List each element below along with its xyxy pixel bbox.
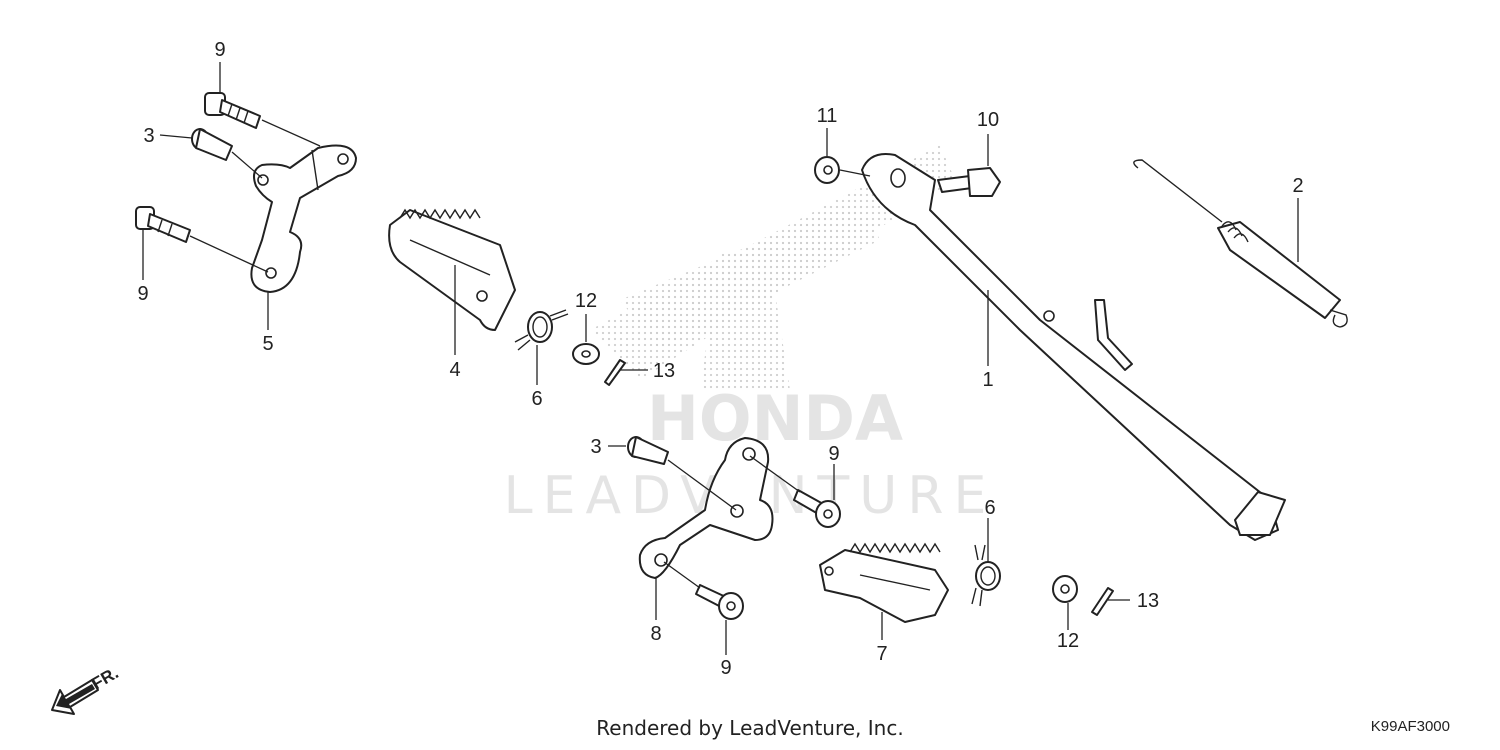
bolt-part-9-lower-right xyxy=(793,489,841,528)
return-spring-part-2 xyxy=(1133,159,1348,328)
callout-2: 2 xyxy=(1292,175,1303,197)
callout-12-upper: 12 xyxy=(575,290,597,312)
callout-10: 10 xyxy=(977,109,999,131)
spring-part-6-lower xyxy=(971,544,1001,607)
callout-3-upper: 3 xyxy=(143,125,154,147)
callout-9-lower-right: 9 xyxy=(828,443,839,465)
bolt-part-10 xyxy=(937,167,1001,197)
bracket-part-8 xyxy=(638,437,774,579)
callout-9-lower: 9 xyxy=(720,657,731,679)
callout-4: 4 xyxy=(449,359,460,381)
brand-watermark: HONDA xyxy=(647,382,903,455)
washer-part-12-upper xyxy=(572,343,600,365)
callout-7: 7 xyxy=(876,643,887,665)
spring-part-6-upper xyxy=(514,309,569,351)
pin-part-3-upper xyxy=(191,128,233,161)
cotter-pin-part-13-upper xyxy=(604,359,626,386)
callout-13-lower: 13 xyxy=(1137,590,1159,612)
washer-part-12-lower xyxy=(1052,575,1078,603)
bolt-part-9-left xyxy=(135,206,191,243)
footpeg-part-4 xyxy=(388,208,516,331)
callout-6-upper: 6 xyxy=(531,388,542,410)
callout-3-lower: 3 xyxy=(590,436,601,458)
pin-part-3-lower xyxy=(627,436,669,465)
callout-1: 1 xyxy=(982,369,993,391)
front-direction-arrow-icon xyxy=(51,679,99,715)
bracket-part-5 xyxy=(250,144,357,293)
callout-13-upper: 13 xyxy=(653,360,675,382)
cotter-pin-part-13-lower xyxy=(1091,587,1114,616)
footer-credit: Rendered by LeadVenture, Inc. xyxy=(596,716,904,740)
callout-8: 8 xyxy=(650,623,661,645)
bolt-part-9-upper xyxy=(204,92,261,129)
side-stand-part-1 xyxy=(861,153,1286,541)
callout-9-upper: 9 xyxy=(214,39,225,61)
callout-9-left: 9 xyxy=(137,283,148,305)
footpeg-part-7 xyxy=(819,542,949,623)
bolt-part-9-lower xyxy=(695,584,744,620)
callout-12-lower: 12 xyxy=(1057,630,1079,652)
diagram-code: K99AF3000 xyxy=(1370,718,1450,735)
callout-5: 5 xyxy=(262,333,273,355)
honda-wing-watermark xyxy=(590,145,955,390)
leader-lines xyxy=(142,62,1299,655)
washer-part-11 xyxy=(814,156,840,184)
callout-11: 11 xyxy=(817,105,838,127)
callout-6-lower: 6 xyxy=(984,497,995,519)
